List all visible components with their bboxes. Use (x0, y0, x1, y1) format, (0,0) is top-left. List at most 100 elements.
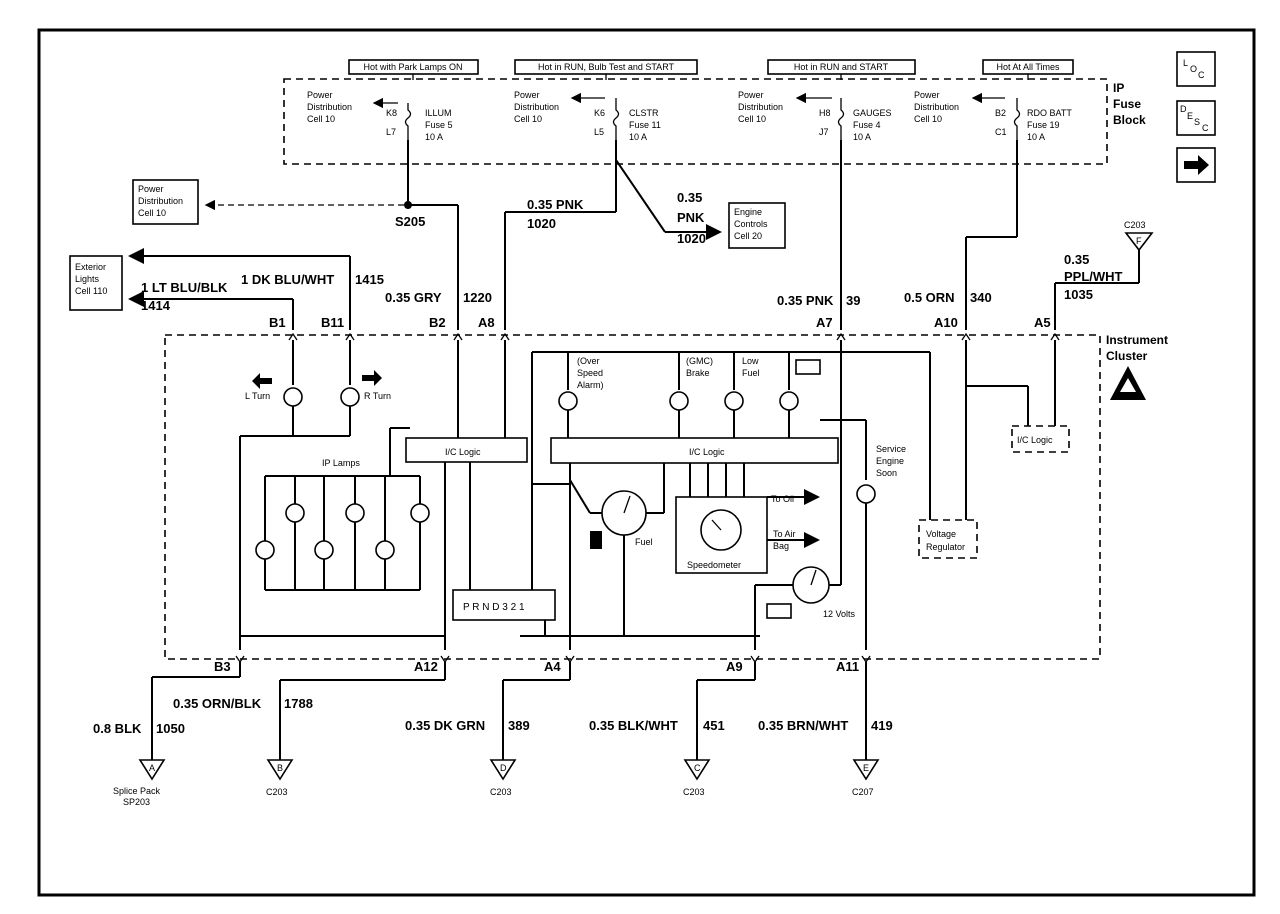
svg-text:D: D (500, 763, 507, 773)
svg-text:0.35: 0.35 (677, 190, 702, 205)
ip-lamps-array (255, 476, 430, 590)
svg-text:P R N D 3 2 1: P R N D 3 2 1 (463, 602, 525, 613)
svg-text:1020: 1020 (527, 216, 556, 231)
ic-logic-right (1011, 425, 1070, 453)
svg-text:Cell 10: Cell 10 (307, 114, 335, 124)
svg-text:PPL/WHT: PPL/WHT (1064, 269, 1123, 284)
svg-text:I/C Logic: I/C Logic (689, 447, 725, 457)
svg-text:SP203: SP203 (123, 797, 150, 807)
svg-text:389: 389 (508, 718, 530, 733)
svg-text:1414: 1414 (141, 298, 171, 313)
svg-text:10 A: 10 A (1027, 132, 1045, 142)
svg-text:1788: 1788 (284, 696, 313, 711)
svg-text:B3: B3 (214, 659, 231, 674)
header-label-run-start: Hot in RUN and START (767, 59, 916, 80)
svg-text:RDO BATT: RDO BATT (1027, 108, 1072, 118)
svg-text:1220: 1220 (463, 290, 492, 305)
svg-text:Voltage: Voltage (926, 529, 956, 539)
svg-text:A12: A12 (414, 659, 438, 674)
svg-text:Cell 10: Cell 10 (514, 114, 542, 124)
connector-e-c207: E C207 (852, 759, 880, 797)
loc-button[interactable]: LOC (1176, 51, 1216, 87)
svg-text:(GMC): (GMC) (686, 356, 713, 366)
svg-text:Low: Low (742, 356, 759, 366)
next-page-button[interactable] (1176, 147, 1216, 183)
fuel-pump-icon (590, 531, 602, 549)
svg-text:419: 419 (871, 718, 893, 733)
svg-text:A10: A10 (934, 315, 958, 330)
svg-text:Fuel: Fuel (635, 537, 653, 547)
svg-text:Cell 10: Cell 10 (914, 114, 942, 124)
svg-text:Cell 10: Cell 10 (738, 114, 766, 124)
svg-text:B: B (277, 763, 283, 773)
svg-text:340: 340 (970, 290, 992, 305)
diagram-frame (37, 28, 1256, 897)
svg-text:E: E (1187, 111, 1193, 121)
svg-text:Fuel: Fuel (742, 368, 760, 378)
svg-text:A11: A11 (836, 659, 859, 674)
svg-text:O: O (1190, 64, 1197, 74)
splice-s205-label: S205 (395, 214, 425, 229)
svg-text:0.5 ORN: 0.5 ORN (904, 290, 955, 305)
svg-text:S: S (1194, 117, 1200, 127)
svg-text:1020: 1020 (677, 231, 706, 246)
ref-engine-controls (728, 202, 786, 249)
svg-text:Distribution: Distribution (307, 102, 352, 112)
svg-text:Hot with Park Lamps ON: Hot with Park Lamps ON (363, 62, 462, 72)
svg-text:L Turn: L Turn (245, 391, 270, 401)
connector-c-c203: C C203 (683, 759, 711, 797)
svg-text:0.35 PNK: 0.35 PNK (777, 293, 834, 308)
svg-text:Distribution: Distribution (138, 196, 183, 206)
svg-text:0.35: 0.35 (1064, 252, 1089, 267)
svg-text:GAUGES: GAUGES (853, 108, 892, 118)
svg-text:To Air: To Air (773, 529, 796, 539)
svg-text:Power: Power (738, 90, 764, 100)
svg-text:I/C Logic: I/C Logic (445, 447, 481, 457)
svg-text:A: A (149, 763, 155, 773)
svg-text:Fuse 4: Fuse 4 (853, 120, 881, 130)
svg-text:Distribution: Distribution (914, 102, 959, 112)
svg-text:Power: Power (138, 184, 164, 194)
ip-fuse-block-outline (283, 78, 1108, 165)
svg-text:0.35 BLK/WHT: 0.35 BLK/WHT (589, 718, 678, 733)
svg-text:F: F (1136, 236, 1142, 246)
header-label-park: Hot with Park Lamps ON (348, 59, 479, 80)
svg-text:B2: B2 (995, 108, 1006, 118)
fuse-block-title-3: Block (1113, 113, 1146, 127)
svg-text:Regulator: Regulator (926, 542, 965, 552)
header-label-run-bulb: Hot in RUN, Bulb Test and START (514, 59, 698, 80)
r-turn-arrow-icon (362, 370, 382, 386)
svg-text:J7: J7 (819, 127, 829, 137)
svg-text:L7: L7 (386, 127, 396, 137)
svg-text:C: C (1198, 70, 1205, 80)
svg-text:Speedometer: Speedometer (687, 560, 741, 570)
connector-b-c203: B C203 (266, 759, 294, 797)
svg-text:39: 39 (846, 293, 860, 308)
instrument-cluster-outline (164, 334, 1101, 660)
svg-text:Cell 10: Cell 10 (138, 208, 166, 218)
voltage-regulator (918, 519, 978, 559)
svg-text:Speed: Speed (577, 368, 603, 378)
svg-text:C1: C1 (995, 127, 1007, 137)
low-fuel-lamp: Low Fuel (724, 352, 760, 438)
arrow-right-icon (1184, 155, 1209, 175)
svg-text:Service: Service (876, 444, 906, 454)
svg-text:0.8 BLK: 0.8 BLK (93, 721, 142, 736)
svg-text:B11: B11 (321, 315, 344, 330)
svg-text:Soon: Soon (876, 468, 897, 478)
svg-text:Hot in RUN and START: Hot in RUN and START (794, 62, 889, 72)
svg-text:1035: 1035 (1064, 287, 1093, 302)
l-turn-arrow-icon (252, 373, 272, 389)
svg-text:Engine: Engine (876, 456, 904, 466)
svg-text:Cell 20: Cell 20 (734, 231, 762, 241)
fuse-rdo-batt: Power Distribution Cell 10 B2 C1 RDO BAT… (914, 90, 1072, 142)
svg-text:Engine: Engine (734, 207, 762, 217)
fuse-illum: Power Distribution Cell 10 K8 L7 ILLUM F… (307, 90, 453, 142)
svg-text:Power: Power (307, 90, 333, 100)
svg-text:10 A: 10 A (629, 132, 647, 142)
svg-text:K6: K6 (594, 108, 605, 118)
svg-text:10 A: 10 A (853, 132, 871, 142)
svg-text:Distribution: Distribution (514, 102, 559, 112)
svg-text:Brake: Brake (686, 368, 710, 378)
